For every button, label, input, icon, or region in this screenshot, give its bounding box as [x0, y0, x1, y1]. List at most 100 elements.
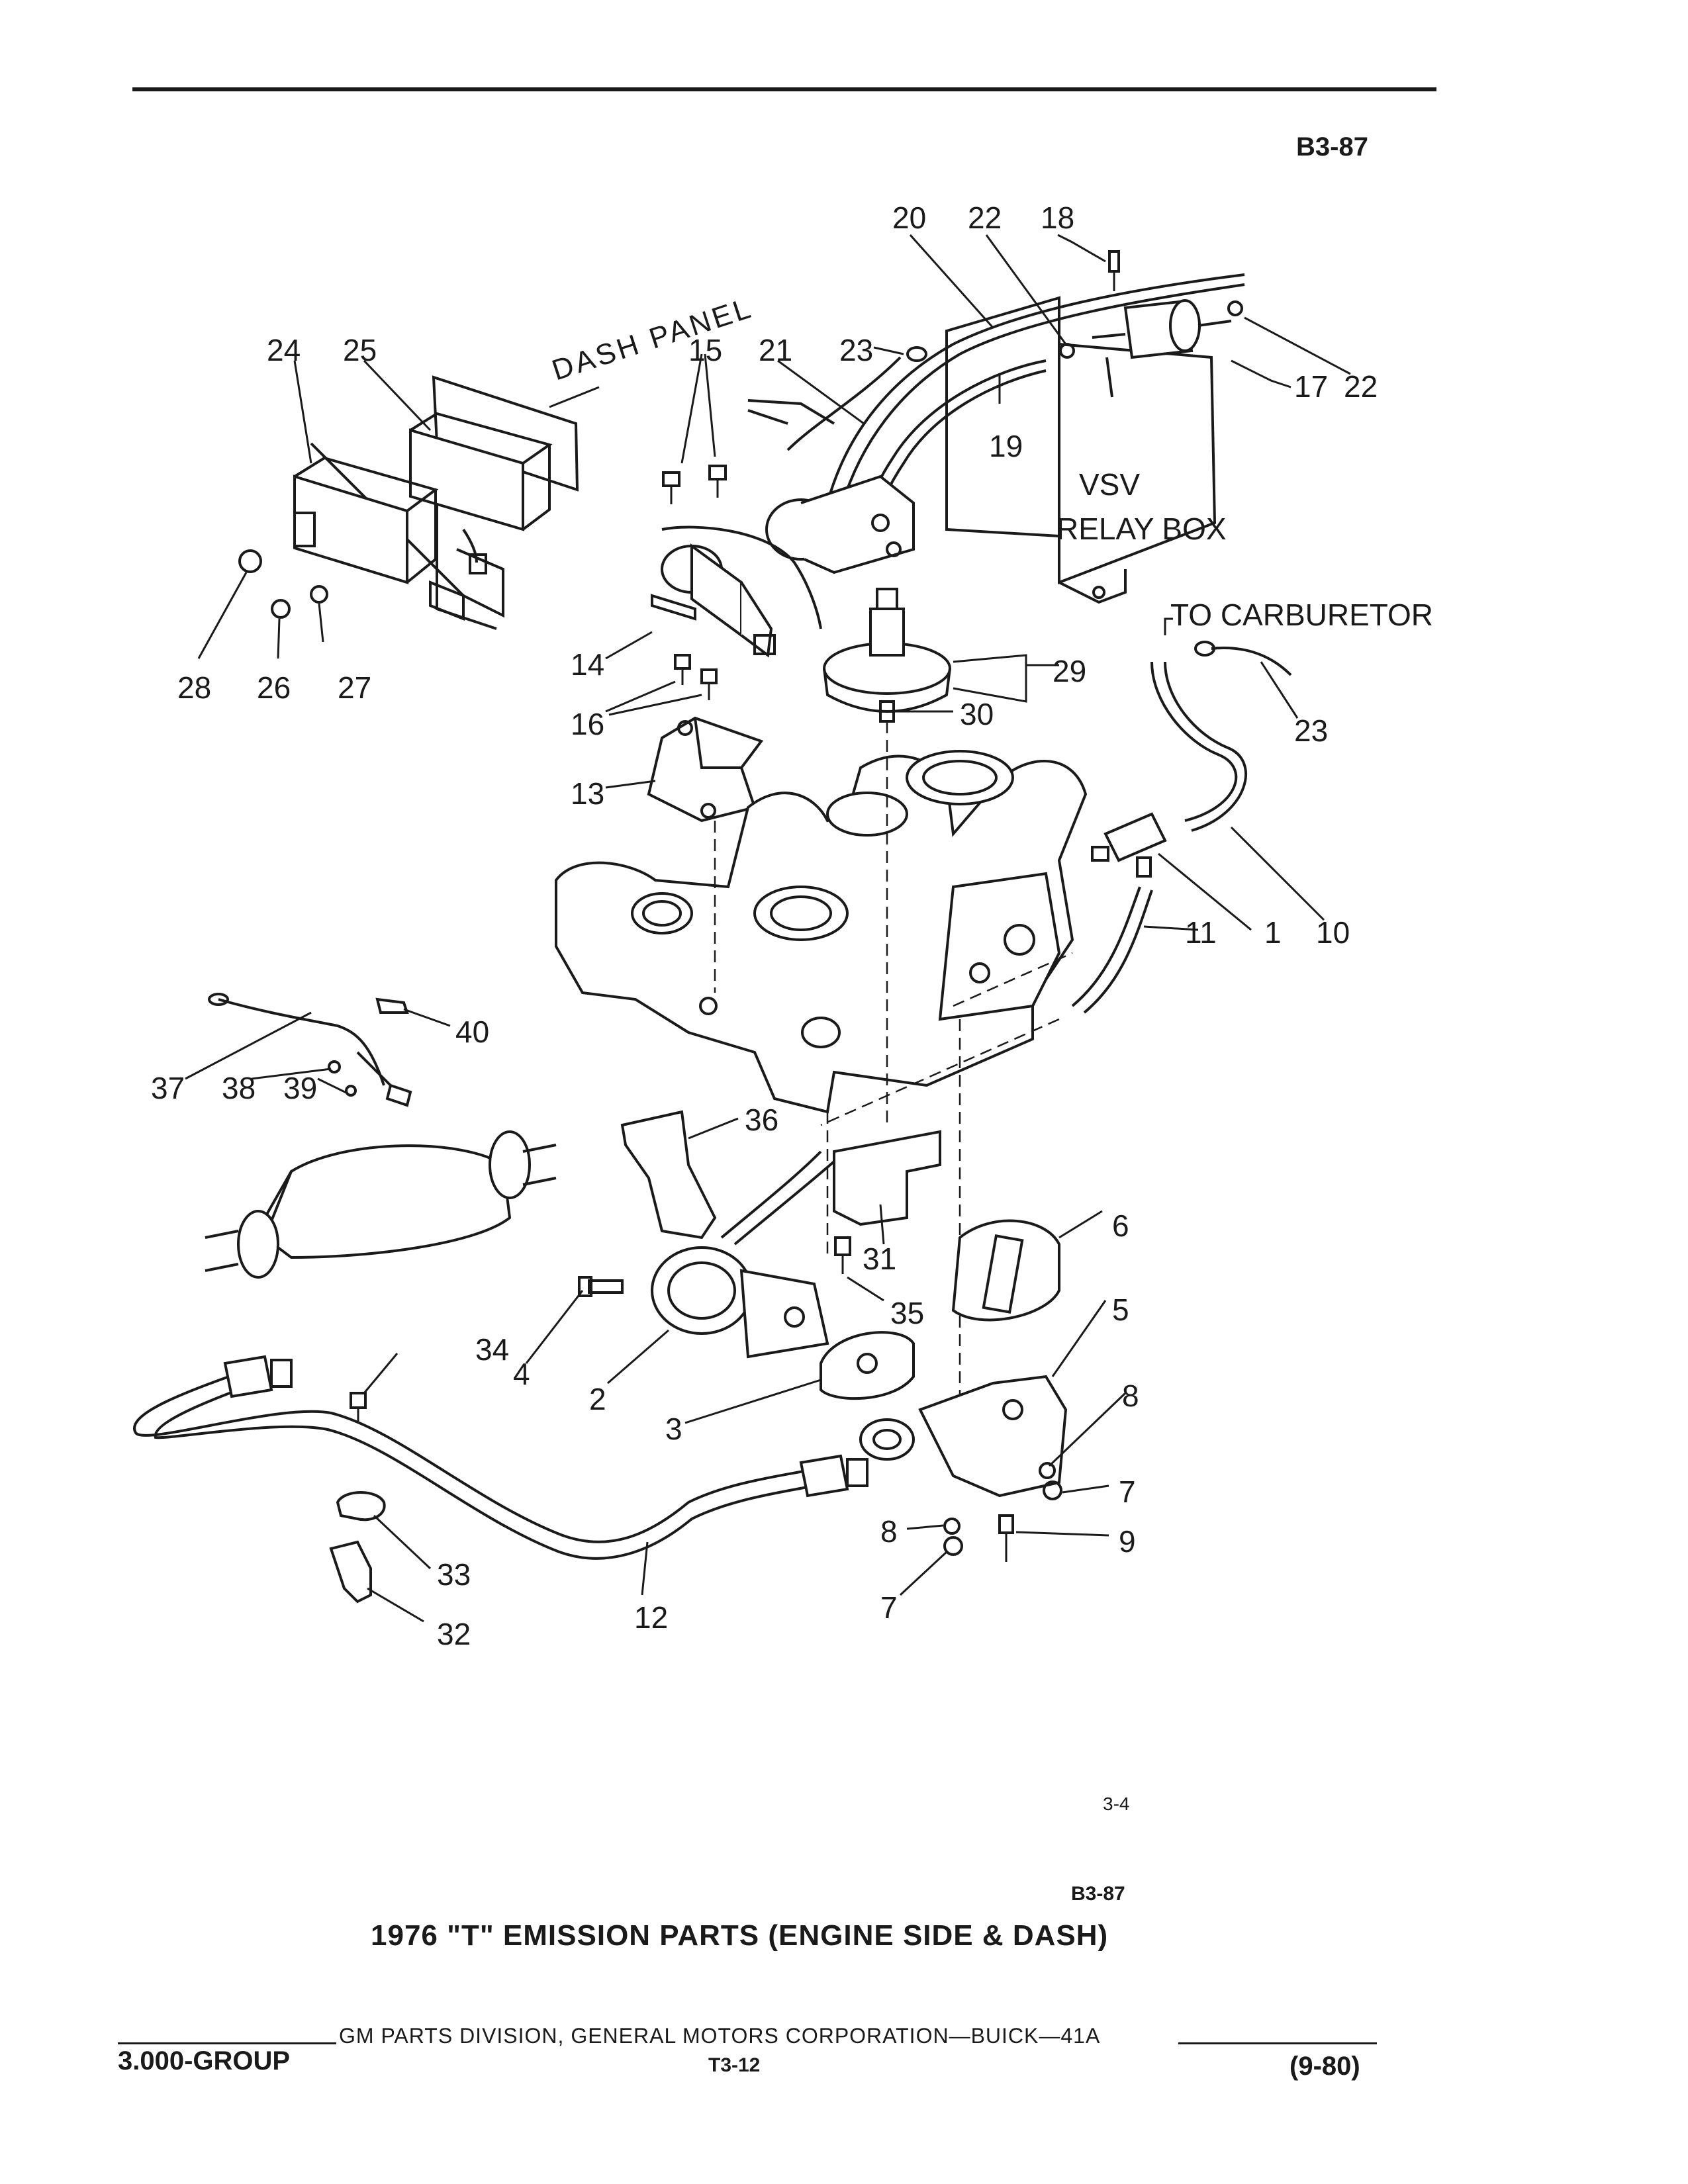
hose-23a [786, 356, 902, 451]
washer-27 [310, 585, 328, 604]
footer-group: 3.000-GROUP [118, 2046, 291, 2075]
gasket-6 [951, 1219, 1060, 1322]
footer-rule-left [118, 2042, 336, 2044]
callout-23: 23 [839, 333, 873, 367]
callout-15: 15 [688, 333, 722, 367]
callout-33: 33 [437, 1557, 471, 1592]
callout-28: 28 [177, 670, 211, 705]
figure-title: 1976 "T" EMISSION PARTS (ENGINE SIDE & D… [371, 1919, 1109, 1952]
callout-23-right: 23 [1294, 713, 1328, 748]
vsv-valve-17 [1092, 299, 1232, 398]
callout-20: 20 [892, 201, 926, 235]
relay-bracket-assembly [293, 375, 579, 630]
callout-4: 4 [513, 1357, 530, 1391]
callout-29: 29 [1053, 654, 1086, 688]
figure-code: B3-87 [1071, 1883, 1125, 1905]
bracket-13 [647, 716, 764, 823]
callout-numbers: 20 22 18 21 23 19 17 22 15 24 25 28 26 2… [151, 201, 1378, 1651]
nut-7b [943, 1536, 963, 1556]
adapter-5 [859, 1375, 1068, 1498]
callout-27: 27 [338, 670, 371, 705]
callout-24: 24 [267, 333, 301, 367]
bolts-16 [674, 654, 718, 700]
leader-lines [185, 234, 1351, 1623]
washer-8a [1039, 1462, 1056, 1479]
callout-39: 39 [283, 1071, 317, 1105]
pipe-segment [720, 1150, 822, 1239]
bracket-36 [620, 1110, 717, 1240]
callout-8-lower: 8 [880, 1514, 898, 1549]
grommet-28 [238, 549, 262, 573]
header-code: B3-87 [1296, 132, 1368, 161]
callout-22: 22 [968, 201, 1002, 235]
callout-35: 35 [890, 1296, 924, 1330]
clip-40 [375, 997, 409, 1014]
callout-21: 21 [759, 333, 792, 367]
callout-36: 36 [745, 1103, 778, 1137]
callout-7-lower: 7 [880, 1590, 898, 1625]
callout-40: 40 [455, 1015, 489, 1049]
bolt-34 [350, 1392, 367, 1423]
hose-11 [1071, 886, 1141, 1007]
callout-34: 34 [475, 1332, 509, 1367]
callout-16: 16 [571, 707, 604, 741]
callout-25: 25 [343, 333, 377, 367]
tee-fitting-1 [1091, 812, 1167, 878]
footer-rule-right [1178, 2042, 1377, 2044]
bolts-15 [662, 465, 727, 504]
clamp-33 [336, 1491, 386, 1522]
hose-10 [1150, 661, 1238, 822]
callout-14: 14 [571, 647, 604, 682]
catalytic-converter [205, 1130, 557, 1279]
footer-page-number: T3-12 [708, 2054, 761, 2076]
callout-22-right: 22 [1344, 369, 1378, 404]
callout-2: 2 [589, 1382, 606, 1416]
callout-8: 8 [1122, 1379, 1139, 1413]
figure-reference: 3-4 [1103, 1794, 1130, 1814]
bracket-32 [329, 1540, 372, 1604]
bolt-4 [578, 1276, 624, 1297]
callout-31: 31 [863, 1242, 896, 1276]
callout-37: 37 [151, 1071, 185, 1105]
gasket-3 [820, 1331, 915, 1400]
pipe-fitting-right [799, 1454, 868, 1498]
egr-valve-2 [651, 1246, 829, 1359]
callout-11: 11 [1185, 915, 1217, 950]
top-rule [132, 87, 1436, 91]
screw-38 [328, 1060, 341, 1073]
footer-division: GM PARTS DIVISION, GENERAL MOTORS CORPOR… [339, 2024, 1101, 2048]
nut-7a [1043, 1480, 1062, 1500]
callout-18: 18 [1041, 201, 1074, 235]
callout-3: 3 [665, 1412, 682, 1446]
relay-box-label: RELAY BOX [1056, 512, 1227, 546]
footer-date: (9-80) [1289, 2052, 1360, 2081]
callout-5: 5 [1112, 1293, 1129, 1327]
dash-panel-label: DASH PANEL [548, 291, 757, 387]
bolt-35 [834, 1236, 851, 1274]
solenoid-14 [651, 525, 822, 658]
intake-manifold [555, 750, 1088, 1114]
vsv-label: VSV [1079, 467, 1140, 502]
bolt-18 [1108, 250, 1120, 291]
callout-1: 1 [1264, 915, 1282, 950]
egr-pipe-12 [133, 1372, 815, 1543]
bolt-9 [998, 1514, 1014, 1562]
callout-12: 12 [634, 1600, 668, 1635]
clamp-22b [1227, 300, 1243, 316]
hose-20 [826, 273, 1245, 504]
washer-39 [345, 1085, 357, 1097]
washer-8b [943, 1518, 961, 1535]
callout-10: 10 [1316, 915, 1350, 950]
callout-30: 30 [960, 697, 994, 731]
callout-32: 32 [437, 1617, 471, 1651]
callout-17: 17 [1294, 369, 1328, 404]
nut-26 [271, 599, 291, 619]
hose-23b [1211, 647, 1292, 676]
callout-38: 38 [222, 1071, 256, 1105]
callout-26: 26 [257, 670, 291, 705]
pipe-fitting-left [223, 1355, 293, 1398]
callout-7: 7 [1119, 1475, 1136, 1509]
to-carburetor-label: TO CARBURETOR [1170, 598, 1433, 632]
callout-19: 19 [989, 429, 1023, 463]
